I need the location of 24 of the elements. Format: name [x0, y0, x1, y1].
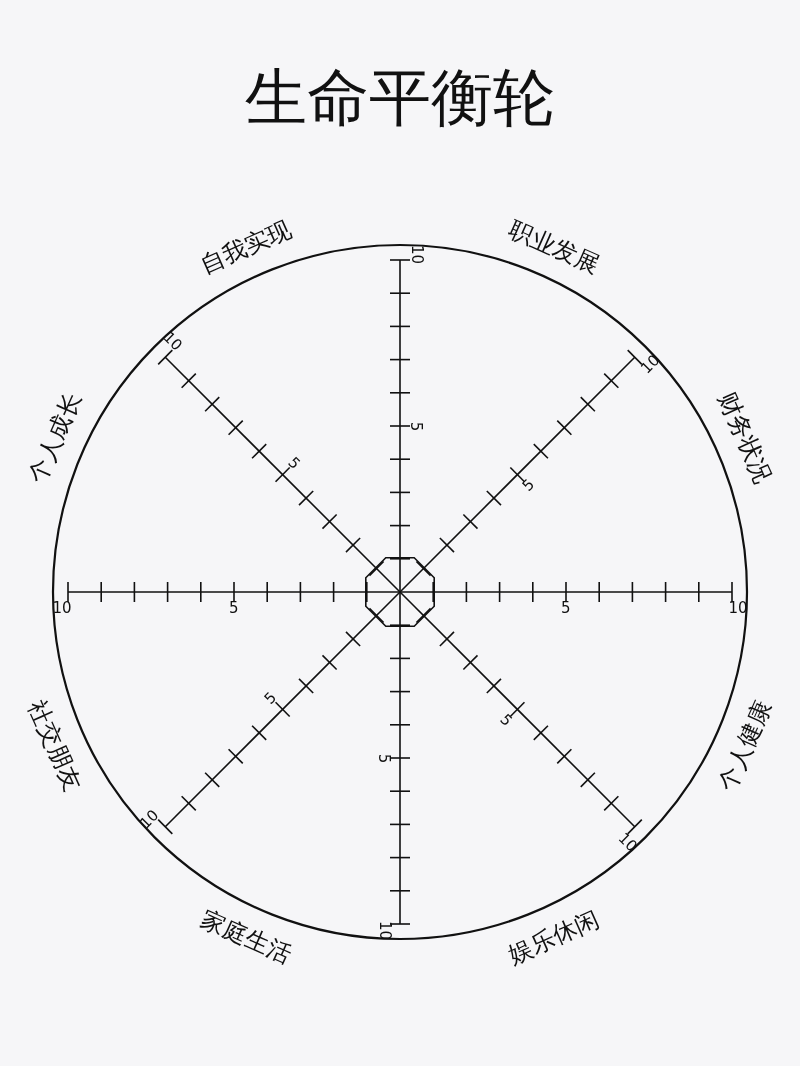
category-label: 职业发展: [505, 216, 603, 278]
category-label: 自我实现: [197, 216, 295, 278]
category-label: 家庭生活: [197, 906, 295, 968]
tick-number: 10: [615, 830, 640, 855]
tick-number: 5: [376, 753, 392, 763]
tick-number: 10: [160, 329, 185, 354]
tick-number: 5: [561, 600, 571, 616]
category-label: 社交朋友: [24, 697, 86, 795]
tick-number: 5: [262, 689, 280, 707]
category-label: 个人成长: [24, 389, 86, 487]
title: 生命平衡轮: [245, 67, 555, 129]
category-label: 个人健康: [714, 697, 776, 795]
tick-number: 10: [52, 600, 72, 616]
category-label: 娱乐休闲: [505, 906, 603, 968]
tick-number: 5: [497, 712, 515, 730]
tick-number: 5: [408, 421, 424, 431]
category-label: 财务状况: [714, 389, 776, 487]
tick-number: 5: [285, 454, 303, 472]
tick-number: 10: [408, 244, 424, 264]
tick-number: 10: [638, 352, 663, 377]
tick-number: 5: [519, 477, 538, 495]
tick-number: 5: [229, 600, 239, 616]
tick-number: 10: [137, 807, 162, 832]
tick-number: 10: [728, 600, 748, 616]
